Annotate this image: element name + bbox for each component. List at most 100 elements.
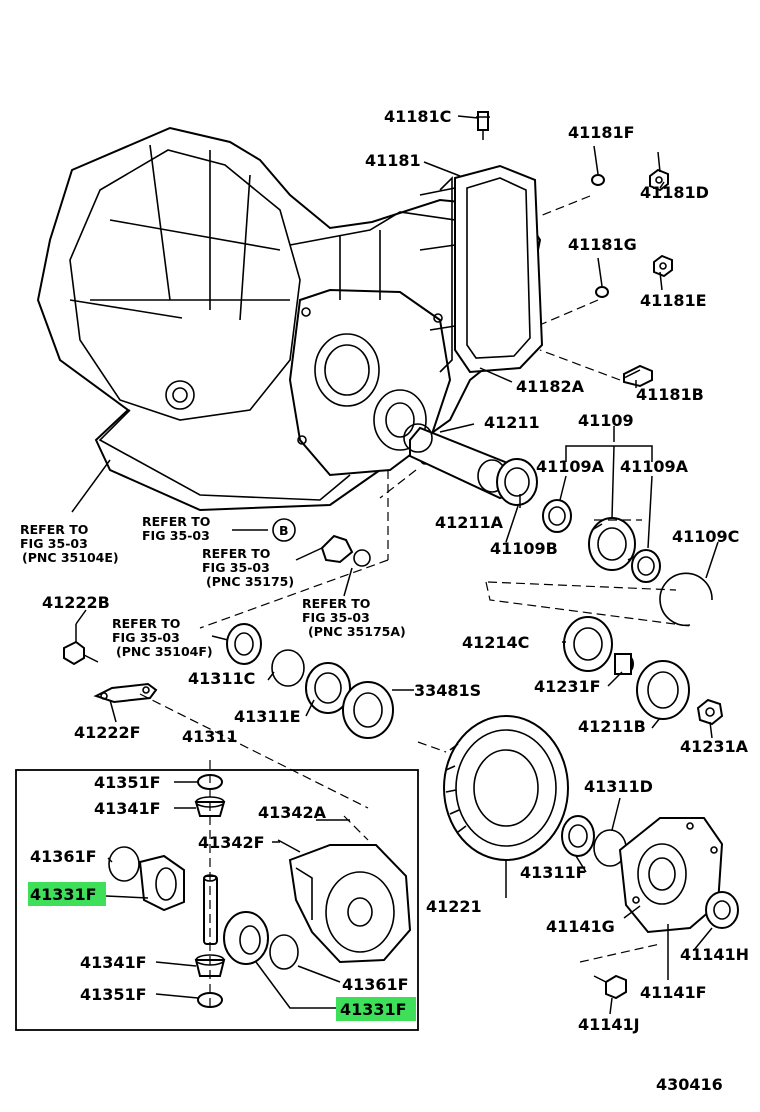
label-41361F-1: 41361F (30, 847, 97, 866)
ref2-line1: REFER TO (142, 514, 210, 529)
plug-41181E (653, 254, 673, 278)
label-41351F-1: 41351F (94, 773, 161, 792)
bearing-41311E (305, 662, 351, 714)
oil-seal-35104F (226, 623, 262, 665)
ref4-line2: FIG 35-03 (302, 610, 370, 625)
label-41141H: 41141H (680, 945, 749, 964)
label-41181F: 41181F (568, 123, 635, 142)
label-41214C: 41214C (462, 633, 529, 652)
label-41351F-2: 41351F (80, 985, 147, 1004)
bolt-41222B (63, 624, 99, 666)
ref4-line3: (PNC 35175A) (308, 624, 406, 639)
ref5-line1: REFER TO (112, 616, 180, 631)
pin-41342A (277, 839, 301, 853)
label-41311F: 41311F (520, 863, 587, 882)
pinion-41341F-bottom (194, 954, 226, 977)
diff-case (288, 844, 412, 964)
bracket-41222F (93, 682, 158, 704)
leader-lines (69, 115, 719, 1015)
bolt-41141J (593, 974, 627, 1000)
nut-41231A (696, 698, 724, 726)
label-41222B: 41222B (42, 593, 110, 612)
snap-ring-41109C (659, 572, 713, 627)
ref2-line2: FIG 35-03 (142, 528, 210, 543)
bushing-41231F (614, 653, 634, 675)
label-41311D: 41311D (584, 777, 653, 796)
ref4-line1: REFER TO (302, 596, 370, 611)
bearing-41109 (588, 517, 637, 571)
ref3-line2: FIG 35-03 (202, 560, 270, 575)
reference-notes: REFER TO FIG 35-03 (PNC 35104E) REFER TO… (20, 514, 406, 659)
label-41222F: 41222F (74, 723, 141, 742)
ref3-line1: REFER TO (202, 546, 270, 561)
label-41109: 41109 (578, 411, 634, 430)
part-labels: 41181C 41181F 41181 41181D 41181G 41181E… (28, 107, 749, 1034)
label-41341F-1: 41341F (94, 799, 161, 818)
label-41331F-2: 41331F (340, 1000, 407, 1019)
output-shaft-41211 (403, 423, 538, 506)
label-41109A-1: 41109A (536, 457, 605, 476)
label-41311C: 41311C (188, 669, 255, 688)
label-41221: 41221 (426, 897, 482, 916)
side-gear-41331F-left (138, 854, 185, 912)
label-41109B: 41109B (490, 539, 558, 558)
ref2-mark-circle (272, 518, 296, 542)
ref1-line2: FIG 35-03 (20, 536, 88, 551)
bearing-race-41109A-right (631, 549, 661, 583)
washer-41181F (591, 174, 605, 186)
label-41331F-1: 41331F (30, 885, 97, 904)
plug-41181D (649, 168, 669, 192)
label-41311E: 41311E (234, 707, 301, 726)
ref2-mark: B (279, 523, 289, 538)
ring-gear-41221 (443, 715, 569, 861)
highlight-41331F-right (336, 997, 416, 1021)
label-41181C: 41181C (384, 107, 451, 126)
label-41141G: 41141G (546, 917, 615, 936)
bearing-race-41109A-left (542, 499, 572, 533)
label-41181B: 41181B (636, 385, 704, 404)
label-41109C: 41109C (672, 527, 739, 546)
ref1-line3: (PNC 35104E) (22, 550, 119, 565)
label-41109A-2: 41109A (620, 457, 689, 476)
ref5-line3: (PNC 35104F) (116, 644, 213, 659)
plug-41181C (476, 111, 490, 140)
label-41182A: 41182A (516, 377, 585, 396)
label-41311: 41311 (182, 727, 238, 746)
label-41141J: 41141J (578, 1015, 640, 1034)
side-gear-41331F-right (223, 911, 269, 965)
differential-group-box (15, 769, 419, 1031)
label-41231A: 41231A (680, 737, 749, 756)
part-35175 (320, 534, 371, 567)
diagram-id: 430416 (656, 1075, 723, 1094)
bearing-41311F (561, 815, 595, 857)
bearing-41211B (636, 660, 690, 720)
label-41342A: 41342A (258, 803, 327, 822)
label-41231F: 41231F (534, 677, 601, 696)
oil-seal-33481S (342, 681, 394, 739)
label-41141F: 41141F (640, 983, 707, 1002)
case-cover-41181 (419, 164, 544, 374)
label-41181G: 41181G (568, 235, 637, 254)
highlight-41331F-left (28, 882, 106, 906)
washer-41181G (595, 286, 609, 298)
oil-seal-41141H (705, 891, 739, 929)
label-41211B: 41211B (578, 717, 646, 736)
ref1-line1: REFER TO (20, 522, 88, 537)
shim-41311C (271, 649, 305, 687)
label-41211A: 41211A (435, 513, 504, 532)
label-41342F: 41342F (198, 833, 265, 852)
label-33481S: 33481S (414, 681, 481, 700)
washer-41361F-left (108, 846, 140, 882)
ref3-line3: (PNC 35175) (206, 574, 294, 589)
bearing-race-41214C (563, 616, 613, 672)
washer-41361F-right (269, 934, 299, 970)
label-41181: 41181 (365, 151, 421, 170)
label-41341F-2: 41341F (80, 953, 147, 972)
assembly-dashed-lines (139, 195, 691, 1006)
label-41181D: 41181D (640, 183, 709, 202)
label-41361F-2: 41361F (342, 975, 409, 994)
bolt-41181B (623, 364, 653, 388)
ref5-line2: FIG 35-03 (112, 630, 180, 645)
label-41181E: 41181E (640, 291, 707, 310)
